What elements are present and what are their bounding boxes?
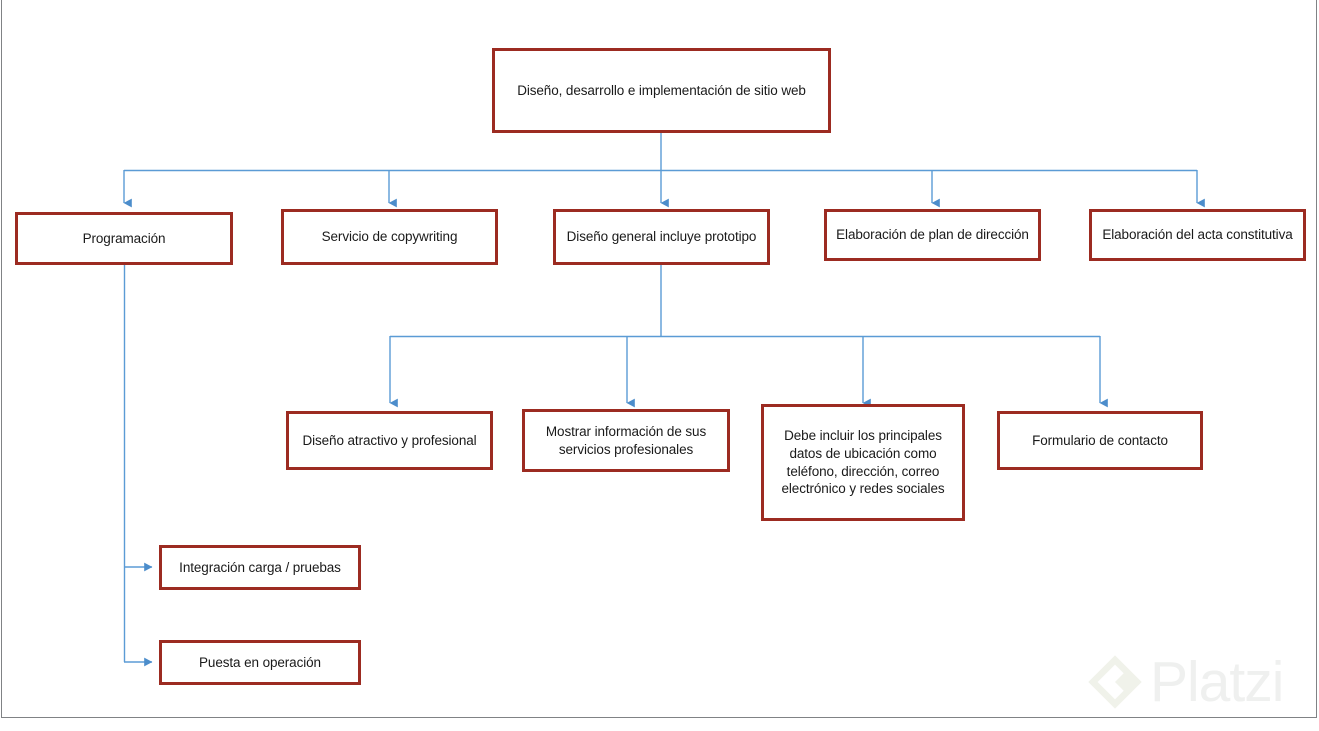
node-plan-direccion-label: Elaboración de plan de dirección: [836, 227, 1029, 243]
node-integracion-carga[interactable]: Integración carga / pruebas: [159, 545, 361, 590]
node-diseno-atractivo-label: Diseño atractivo y profesional: [302, 432, 477, 448]
node-mostrar-informacion[interactable]: Mostrar información de sus servicios pro…: [522, 409, 730, 472]
node-diseno-general-label: Diseño general incluye prototipo: [566, 229, 757, 245]
node-formulario-contacto[interactable]: Formulario de contacto: [997, 411, 1203, 470]
node-puesta-operacion[interactable]: Puesta en operación: [159, 640, 361, 685]
node-programacion[interactable]: Programación: [15, 212, 233, 265]
node-servicio-copywriting[interactable]: Servicio de copywriting: [281, 209, 498, 265]
node-diseno-atractivo[interactable]: Diseño atractivo y profesional: [286, 411, 493, 470]
node-datos-ubicacion[interactable]: Debe incluir los principales datos de ub…: [761, 404, 965, 521]
node-datos-ubicacion-label: Debe incluir los principales datos de ub…: [781, 428, 945, 497]
node-formulario-contacto-label: Formulario de contacto: [1032, 432, 1168, 448]
node-servicio-copywriting-label: Servicio de copywriting: [321, 229, 458, 245]
node-root-label: Diseño, desarrollo e implementación de s…: [517, 82, 806, 98]
node-programacion-label: Programación: [82, 230, 166, 246]
node-diseno-general[interactable]: Diseño general incluye prototipo: [553, 209, 770, 265]
node-integracion-carga-label: Integración carga / pruebas: [179, 559, 341, 575]
node-acta-constitutiva[interactable]: Elaboración del acta constitutiva: [1089, 209, 1306, 261]
node-puesta-operacion-label: Puesta en operación: [199, 654, 321, 670]
node-mostrar-informacion-label: Mostrar información de sus servicios pro…: [545, 423, 707, 457]
node-acta-constitutiva-label: Elaboración del acta constitutiva: [1102, 227, 1293, 243]
node-plan-direccion[interactable]: Elaboración de plan de dirección: [824, 209, 1041, 261]
node-root[interactable]: Diseño, desarrollo e implementación de s…: [492, 48, 831, 133]
